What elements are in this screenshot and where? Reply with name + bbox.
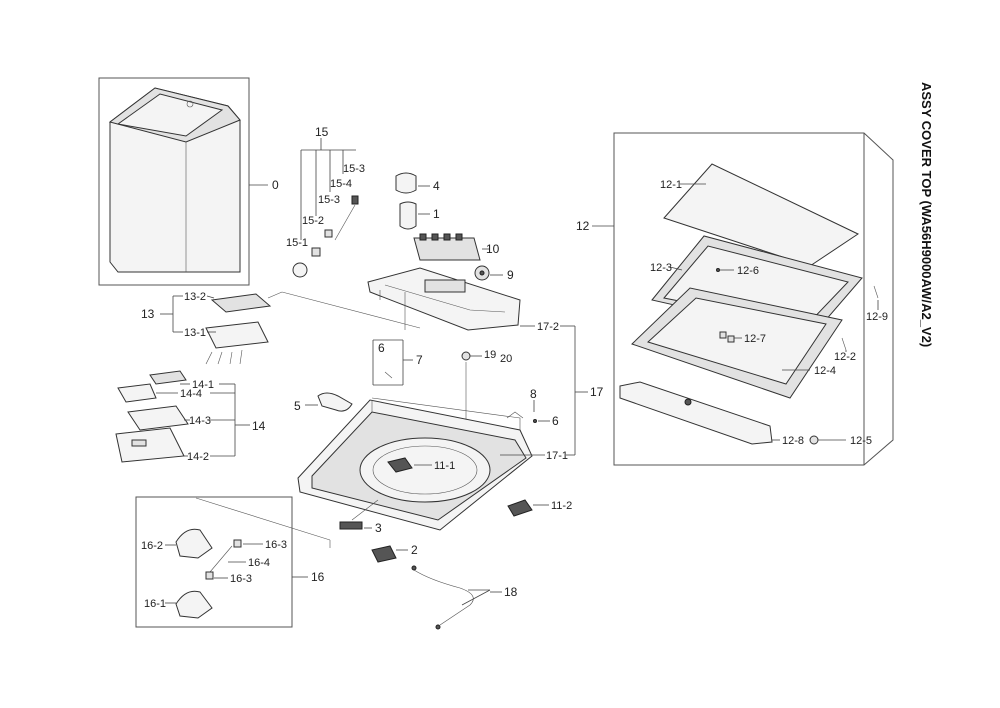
label-16-1: 16-1 (144, 598, 166, 610)
label-14-4: 14-4 (180, 388, 202, 400)
washer-assembly-box (98, 77, 250, 286)
label-15-3a: 15-3 (343, 163, 365, 175)
label-10: 10 (486, 242, 500, 256)
part-10-connector (413, 233, 481, 261)
label-14-3: 14-3 (189, 415, 211, 427)
label-12-7: 12-7 (744, 333, 766, 345)
part-group-13 (205, 293, 272, 365)
label-11-1: 11-1 (434, 460, 455, 472)
label-12-5: 12-5 (850, 435, 872, 447)
label-15-2: 15-2 (302, 215, 324, 227)
label-1: 1 (433, 207, 440, 221)
label-20: 20 (500, 353, 512, 365)
label-11-2: 11-2 (551, 500, 572, 512)
label-16-2: 16-2 (141, 540, 163, 552)
label-0: 0 (272, 178, 279, 192)
lid-assembly-box (613, 132, 894, 466)
label-12-8: 12-8 (782, 435, 804, 447)
label-9: 9 (507, 268, 514, 282)
part-group-15 (292, 138, 359, 278)
top-cover-body (297, 397, 533, 531)
label-16-3a: 16-3 (265, 539, 287, 551)
part-1-cylinder (399, 201, 417, 230)
label-12-4: 12-4 (814, 365, 836, 377)
label-16: 16 (311, 570, 325, 584)
label-12-9: 12-9 (866, 311, 888, 323)
part-5-lid-insert (317, 392, 353, 412)
label-2: 2 (411, 543, 418, 557)
part-group-14 (115, 370, 189, 463)
label-16-3b: 16-3 (230, 573, 252, 585)
label-17-1: 17-1 (546, 450, 568, 462)
label-13: 13 (141, 307, 155, 321)
label-6a: 6 (378, 341, 385, 355)
part-18-wire-harness (411, 565, 474, 630)
label-19: 19 (484, 349, 496, 361)
label-6b: 6 (552, 414, 559, 428)
label-5: 5 (294, 399, 301, 413)
label-12: 12 (576, 219, 590, 233)
label-7: 7 (416, 353, 423, 367)
label-8: 8 (530, 387, 537, 401)
part-11-2-hinge (507, 499, 533, 517)
label-17-2: 17-2 (537, 321, 559, 333)
part-9-knob (474, 265, 490, 281)
label-14: 14 (252, 419, 266, 433)
label-3: 3 (375, 521, 382, 535)
label-4: 4 (433, 179, 440, 193)
label-12-6: 12-6 (737, 265, 759, 277)
label-14-1: 14-1 (192, 379, 214, 391)
label-13-2: 13-2 (184, 291, 206, 303)
label-12-3: 12-3 (650, 262, 672, 274)
label-14-2: 14-2 (187, 451, 209, 463)
diagram-title: ASSY COVER TOP (WA56H9000AW/A2_V2) (919, 82, 934, 347)
part-2-lock (371, 545, 397, 563)
label-13-1: 13-1 (184, 327, 206, 339)
part-11-1-hinge (387, 457, 413, 473)
label-17: 17 (590, 385, 604, 399)
label-15-1: 15-1 (286, 237, 308, 249)
label-12-2: 12-2 (834, 351, 856, 363)
part-group-16-box (135, 496, 293, 628)
label-15-4: 15-4 (330, 178, 352, 190)
label-15-3b: 15-3 (318, 194, 340, 206)
label-18: 18 (504, 585, 518, 599)
part-4-cap (395, 172, 417, 194)
control-panel-frame (367, 267, 521, 331)
label-16-4: 16-4 (248, 557, 270, 569)
label-15: 15 (315, 125, 329, 139)
label-12-1: 12-1 (660, 179, 682, 191)
part-3-latch (339, 521, 363, 530)
